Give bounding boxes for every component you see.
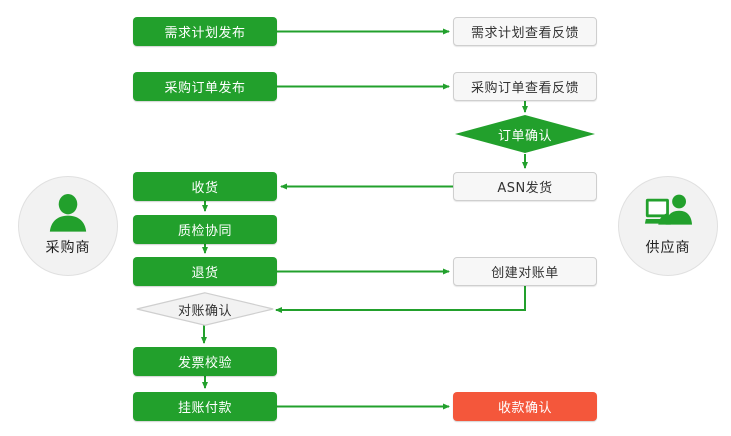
actor-supplier[interactable]: 供应商 <box>618 176 718 276</box>
node-label: 创建对账单 <box>491 266 559 281</box>
person-computer-icon <box>642 191 694 235</box>
node-invoice-verify[interactable]: 发票校验 <box>133 347 277 376</box>
node-return-goods[interactable]: 退货 <box>133 257 277 286</box>
node-po-feedback[interactable]: 采购订单查看反馈 <box>453 72 597 101</box>
node-demand-plan-publish[interactable]: 需求计划发布 <box>133 17 277 46</box>
person-icon <box>42 191 94 235</box>
node-label: 发票校验 <box>177 356 232 371</box>
node-label: 收货 <box>191 181 219 196</box>
node-create-statement[interactable]: 创建对账单 <box>453 257 597 286</box>
node-label: 需求计划发布 <box>164 26 246 41</box>
node-label: ASN发货 <box>497 181 553 196</box>
node-po-publish[interactable]: 采购订单发布 <box>133 72 277 101</box>
node-order-confirm[interactable]: 订单确认 <box>455 115 595 153</box>
node-label: 对账确认 <box>177 303 232 319</box>
node-quality-collab[interactable]: 质检协同 <box>133 215 277 244</box>
edge-create-statement-to-statement-confirm <box>275 286 526 313</box>
node-label: 采购订单发布 <box>164 81 246 96</box>
node-statement-confirm[interactable]: 对账确认 <box>136 292 274 326</box>
node-demand-plan-feedback[interactable]: 需求计划查看反馈 <box>453 17 597 46</box>
node-asn-shipment[interactable]: ASN发货 <box>453 172 597 201</box>
node-payable-payment[interactable]: 挂账付款 <box>133 392 277 421</box>
node-label: 采购订单查看反馈 <box>470 81 579 96</box>
node-label: 挂账付款 <box>177 401 232 416</box>
actor-buyer-label: 采购商 <box>45 240 91 256</box>
node-label: 质检协同 <box>177 224 232 239</box>
node-label: 需求计划查看反馈 <box>470 26 579 41</box>
node-payment-confirm[interactable]: 收款确认 <box>453 392 597 421</box>
node-label: 订单确认 <box>497 128 552 144</box>
node-label: 收款确认 <box>497 401 552 416</box>
diamond-shape <box>136 292 274 326</box>
node-goods-receipt[interactable]: 收货 <box>133 172 277 201</box>
actor-supplier-label: 供应商 <box>645 240 691 256</box>
actor-buyer[interactable]: 采购商 <box>18 176 118 276</box>
node-label: 退货 <box>191 266 219 281</box>
diamond-shape <box>455 115 595 153</box>
